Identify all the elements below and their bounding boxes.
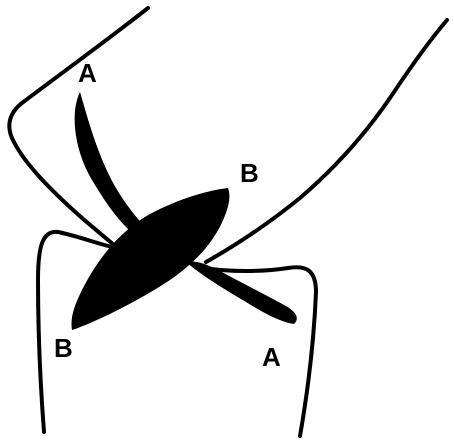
label-b-bottom: B xyxy=(54,333,73,363)
upper-segment-inner-outline xyxy=(206,20,447,262)
ligament-a-upper xyxy=(75,92,150,238)
label-b-top: B xyxy=(240,158,259,188)
ligament-b-central xyxy=(71,188,229,330)
label-a-bottom: A xyxy=(262,342,281,372)
label-a-top: A xyxy=(78,58,97,88)
